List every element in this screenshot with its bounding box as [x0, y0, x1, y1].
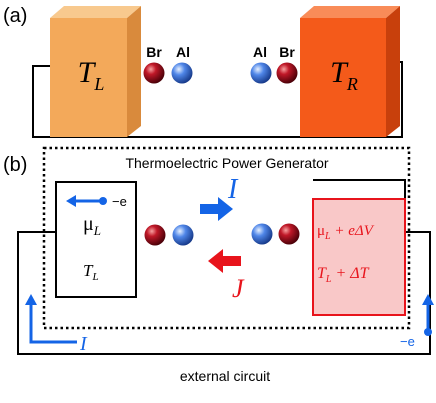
- circuit-current-label: I: [79, 333, 88, 355]
- bromine-atom-left: [143, 62, 165, 84]
- right-mu-label: μL + eΔV: [317, 223, 375, 242]
- right-reservoir-box: [312, 198, 406, 316]
- right-br-label: Br: [279, 44, 295, 60]
- panel-a-label: (a): [3, 5, 27, 27]
- aluminum-atom-left: [171, 62, 193, 84]
- left-reservoir: [50, 6, 141, 137]
- bromine-atom-right: [276, 62, 298, 84]
- external-circuit-wire: [17, 231, 431, 355]
- left-electron-label: −e: [112, 194, 127, 209]
- circuit-electron-arrowhead: [422, 294, 434, 305]
- left-br-label: Br: [146, 44, 162, 60]
- left-reservoir-symbol: TL: [78, 56, 105, 94]
- bromine-atom-b-right: [278, 223, 300, 245]
- left-temp-label: TL: [83, 261, 99, 283]
- aluminum-atom-b-right: [251, 223, 273, 245]
- current-arrow: [200, 197, 233, 221]
- circuit-current-arrow: [29, 302, 77, 344]
- right-al-label: Al: [253, 44, 267, 60]
- left-mu-label: μL: [83, 213, 101, 238]
- right-reservoir: [300, 6, 400, 137]
- generator-title: Thermoelectric Power Generator: [125, 155, 328, 171]
- generator-boundary: [42, 146, 411, 330]
- right-temp-label: TL + ΔT: [317, 265, 370, 285]
- aluminum-atom-right: [250, 62, 272, 84]
- left-al-label: Al: [176, 44, 190, 60]
- current-label: I: [227, 174, 239, 205]
- circuit-electron-dot: [424, 328, 432, 336]
- right-reservoir-symbol: TR: [330, 56, 358, 94]
- aluminum-atom-b-left: [172, 224, 194, 246]
- heat-label: J: [232, 274, 245, 303]
- left-electron-arrow: [66, 195, 107, 207]
- bromine-atom-b-left: [144, 224, 166, 246]
- circuit-electron-label: −e: [400, 334, 415, 349]
- heat-arrow: [208, 249, 241, 273]
- circuit-current-arrowhead: [25, 294, 37, 305]
- panel-b-label: (b): [3, 154, 27, 176]
- circuit-caption: external circuit: [180, 368, 270, 384]
